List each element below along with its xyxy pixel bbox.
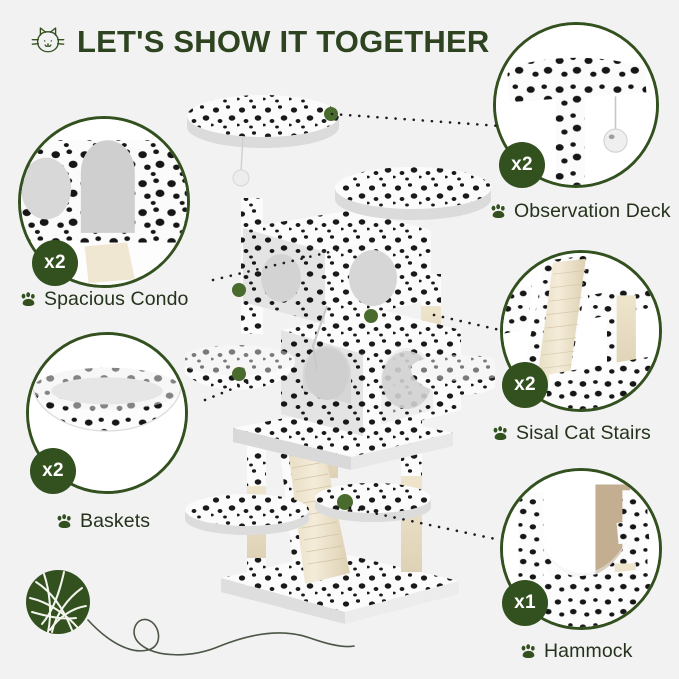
marker-dot-deck — [324, 107, 338, 121]
paw-icon — [57, 514, 71, 528]
caption-hammock: Hammock — [520, 640, 632, 663]
page-title: LET'S SHOW IT TOGETHER — [77, 23, 490, 59]
caption-label: Baskets — [80, 510, 151, 532]
caption-label: Sisal Cat Stairs — [516, 422, 651, 444]
caption-observation-deck: Observation Deck — [490, 200, 671, 223]
marker-dot-hammock — [364, 309, 378, 323]
quantity-badge-spacious-condo: x2 — [32, 240, 78, 286]
caption-spacious-condo: Spacious Condo — [20, 288, 189, 311]
product-mid-platform — [233, 408, 453, 470]
quantity-badge-baskets: x2 — [30, 448, 76, 494]
paw-icon — [491, 204, 505, 218]
caption-label: Spacious Condo — [44, 288, 189, 310]
callout-image-baskets — [26, 332, 188, 494]
yarn-ball-icon — [26, 570, 355, 656]
marker-dot-basket — [232, 367, 246, 381]
product-upper-right-deck — [335, 167, 491, 220]
caption-label: Hammock — [544, 640, 633, 662]
quantity-badge-hammock: x1 — [502, 580, 548, 626]
caption-sisal-cat-stairs: Sisal Cat Stairs — [492, 422, 651, 445]
paw-icon — [21, 292, 35, 306]
callout-image-hammock — [500, 468, 662, 630]
marker-dot-condo — [232, 283, 246, 297]
callout-image-observation-deck — [493, 22, 659, 188]
page-header: LET'S SHOW IT TOGETHER — [28, 24, 490, 58]
quantity-badge-observation-deck: x2 — [499, 142, 545, 188]
quantity-badge-sisal-cat-stairs: x2 — [502, 362, 548, 408]
product-basket-right — [411, 355, 495, 395]
product-cat-tree-image — [185, 95, 495, 624]
marker-dot-stairs — [337, 494, 353, 510]
paw-icon — [493, 426, 507, 440]
product-base — [221, 552, 459, 624]
product-basket — [185, 345, 295, 390]
cat-face-icon — [31, 27, 65, 53]
paw-icon — [521, 644, 535, 658]
caption-label: Observation Deck — [514, 200, 671, 222]
caption-baskets: Baskets — [56, 510, 150, 533]
product-top-deck — [187, 95, 339, 187]
